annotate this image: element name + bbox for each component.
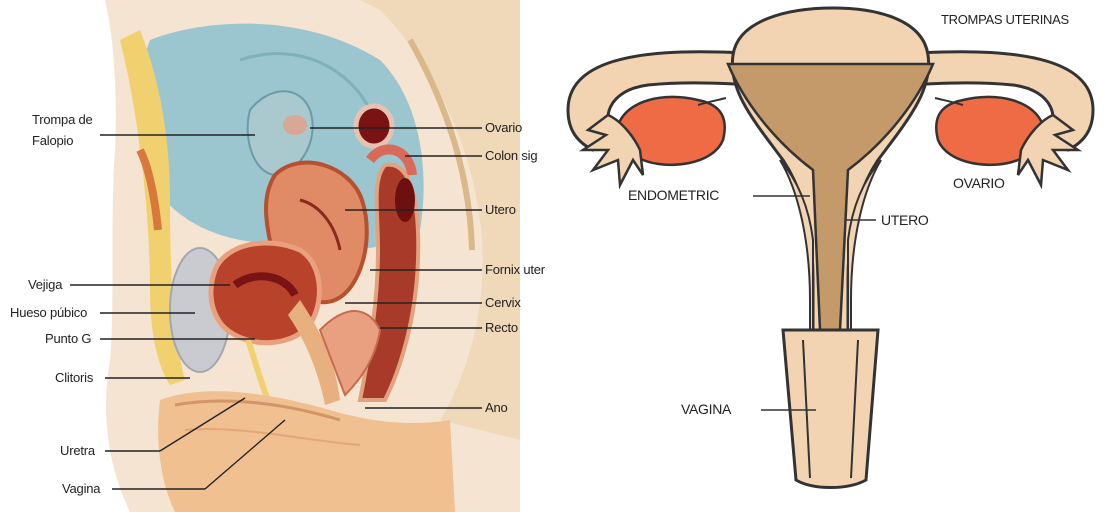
label-urethra: Uretra bbox=[60, 443, 95, 458]
label-cervix: Cervix bbox=[485, 295, 521, 310]
label-bladder: Vejiga bbox=[28, 277, 62, 292]
sagittal-diagram: Trompa de Falopio Vejiga Hueso púbico Pu… bbox=[0, 0, 560, 512]
label-g-spot: Punto G bbox=[45, 331, 91, 346]
sagittal-illustration bbox=[0, 0, 560, 512]
label-vagina-sagittal: Vagina bbox=[62, 481, 100, 496]
label-vagina-frontal: VAGINA bbox=[681, 401, 731, 417]
label-ovary-frontal: OVARIO bbox=[953, 175, 1005, 191]
frontal-illustration bbox=[548, 0, 1113, 512]
label-pubic-bone: Hueso púbico bbox=[10, 305, 87, 320]
label-anus: Ano bbox=[485, 400, 508, 415]
label-sigmoid-colon: Colon sig bbox=[485, 148, 537, 163]
frontal-diagram: TROMPAS UTERINAS ENDOMETRIC OVARIO UTERO… bbox=[548, 0, 1113, 512]
label-rectum: Recto bbox=[485, 320, 518, 335]
label-fallopian-tubes: TROMPAS UTERINAS bbox=[941, 12, 1069, 27]
label-endometrium: ENDOMETRIC bbox=[628, 187, 719, 203]
label-uterine-fornix: Fornix uter bbox=[485, 262, 545, 277]
label-ovary-sagittal: Ovario bbox=[485, 120, 522, 135]
label-uterus-sagittal: Utero bbox=[485, 202, 516, 217]
label-fallopian-tube-line1: Trompa de bbox=[32, 112, 93, 127]
label-uterus-frontal: UTERO bbox=[881, 212, 929, 228]
label-clitoris: Clitoris bbox=[55, 370, 93, 385]
label-fallopian-tube-line2: Falopio bbox=[32, 133, 73, 148]
